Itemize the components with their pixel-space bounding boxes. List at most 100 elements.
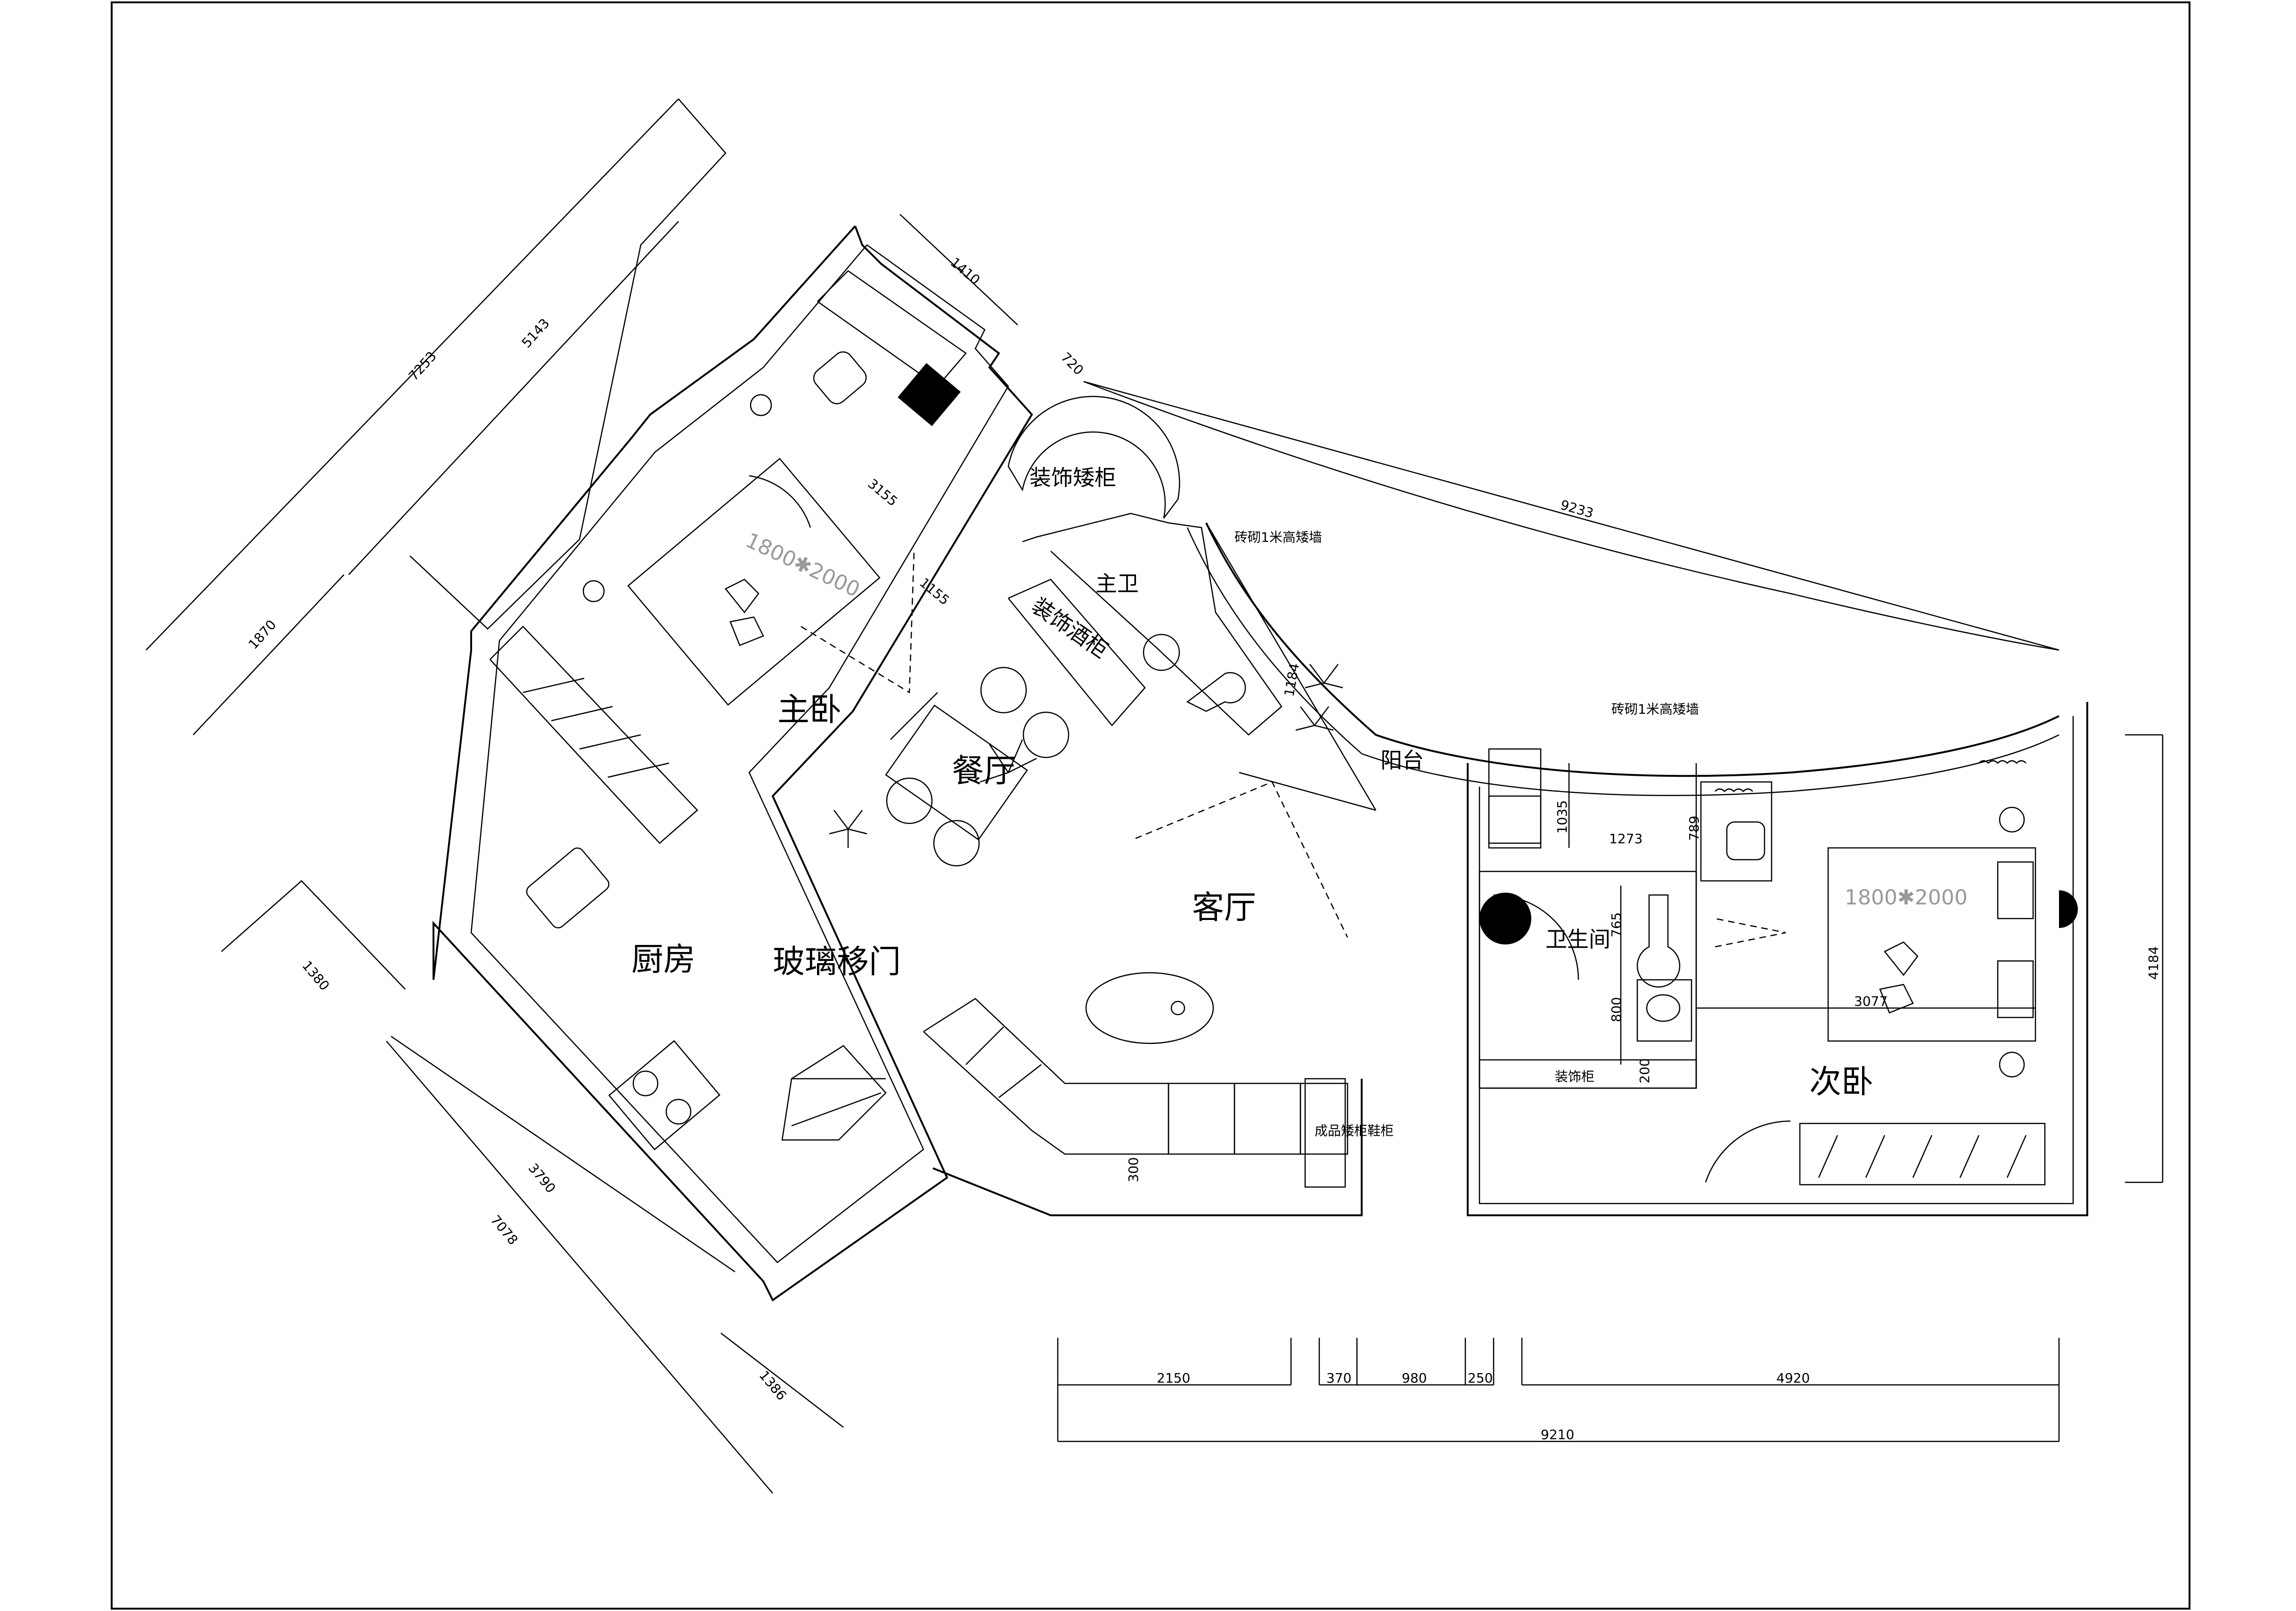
second-bed-pillow-1	[1997, 861, 2034, 919]
dim-1380: 1380	[299, 958, 333, 993]
bed-size-label-2: 1800✱2000	[1845, 886, 1968, 910]
left-wing: 1800✱2000	[433, 225, 1363, 1302]
dining-table	[885, 704, 1028, 841]
dim-1273: 1273	[1609, 831, 1642, 846]
dim-7078: 7078	[488, 1212, 521, 1248]
dim-1035: 1035	[1554, 800, 1570, 834]
label-deco-low-cabinet: 装饰矮柜	[1030, 465, 1116, 490]
sofa	[923, 998, 1348, 1155]
master-bedroom-window	[817, 270, 967, 387]
second-bed-frame	[1827, 847, 2036, 1042]
master-bed-frame	[627, 457, 881, 706]
room-label-kitchen: 厨房	[631, 941, 695, 978]
dimension-lines	[146, 98, 2164, 1494]
second-bed-pillow-icon	[1879, 941, 1919, 1014]
dim-1410: 1410	[948, 254, 983, 288]
room-label-glass-door: 玻璃移门	[773, 944, 901, 981]
master-bed-pillow-icon	[725, 578, 764, 646]
dim-370: 370	[1326, 1370, 1351, 1386]
bathroom-toilet-icon	[1636, 894, 1681, 988]
nightstand-lamp-icon-4	[1999, 1051, 2025, 1078]
dim-3155: 3155	[865, 476, 901, 509]
dim-980: 980	[1402, 1370, 1427, 1386]
dim-765: 765	[1609, 912, 1624, 937]
room-label-dining: 餐厅	[952, 753, 1016, 790]
second-bedroom-door-swing	[1705, 1120, 1791, 1183]
coffee-table	[1085, 972, 1214, 1044]
second-bed-pillow-2	[1997, 960, 2034, 1018]
shoe-cabinet-outline	[1304, 1078, 1346, 1188]
dining-chair-4	[933, 820, 980, 867]
dining-chair-1	[980, 667, 1027, 714]
stove-icon	[608, 1040, 720, 1151]
balcony-left-edge	[1205, 522, 1377, 811]
kitchen-sink-icon	[526, 847, 610, 928]
label-low-wall-2: 砖砌1米高矮墙	[1611, 701, 1699, 717]
dim-1184: 1184	[1281, 662, 1302, 698]
structural-column	[898, 363, 961, 426]
stove-burner-icon-1	[632, 1070, 659, 1097]
dim-3077: 3077	[1854, 993, 1887, 1009]
coffee-table-object	[1170, 1001, 1185, 1016]
desk-chair-icon	[813, 351, 867, 405]
master-bath-sink-icon	[1143, 634, 1180, 671]
deco-wine-cabinet-outline	[1008, 578, 1146, 726]
dim-1870: 1870	[245, 617, 279, 652]
dim-7253: 7253	[406, 349, 440, 384]
balcony-curve-wall-inner	[1186, 527, 2059, 796]
dim-1155: 1155	[917, 575, 953, 608]
master-bedroom-door-swing	[749, 475, 811, 528]
plant-icon-bath	[1305, 664, 1343, 689]
drawing-frame	[111, 1, 2190, 1610]
dim-5143: 5143	[519, 316, 553, 351]
stove-burner-icon-2	[665, 1098, 692, 1125]
deco-cabinet-outline	[1479, 1059, 1697, 1089]
kitchen-fixtures	[526, 847, 887, 1151]
bathroom-sink-icon	[1636, 979, 1692, 1042]
glass-sliding-door	[890, 692, 938, 740]
nightstand-lamp-icon	[582, 580, 605, 602]
right-wing: 1800✱2000	[1467, 702, 2088, 1216]
dining-set	[829, 667, 1070, 867]
dim-200: 200	[1637, 1058, 1652, 1083]
second-bedroom-chair-icon	[1726, 821, 1765, 861]
bathroom-door-swing	[1493, 894, 1579, 980]
room-label-balcony: 阳台	[1381, 748, 1424, 773]
dim-800: 800	[1609, 997, 1624, 1022]
nightstand-lamp-icon-3	[1999, 806, 2025, 833]
deco-low-cabinet-arc	[1007, 396, 1180, 519]
master-wardrobe	[490, 626, 698, 844]
room-label-second-bedroom: 次卧	[1809, 1064, 1873, 1101]
dim-4920: 4920	[1776, 1370, 1810, 1386]
dim-300: 300	[1126, 1157, 1141, 1182]
plant-icon-left	[829, 810, 867, 848]
dim-720: 720	[1058, 350, 1087, 378]
master-bath-toilet-icon	[1186, 672, 1246, 712]
dining-plant-icon	[980, 739, 1037, 783]
dim-9210: 9210	[1541, 1427, 1574, 1442]
label-shoe-cabinet: 成品矮柜鞋柜	[1315, 1123, 1394, 1139]
room-label-master-bedroom: 主卧	[777, 692, 842, 729]
balcony-left-edge-2	[1239, 772, 1376, 811]
dim-1386: 1386	[756, 1367, 790, 1403]
living-room-bottom-wall	[932, 1079, 1363, 1216]
washing-machine-icon	[1488, 795, 1542, 844]
right-wing-outer-wall	[1467, 702, 2088, 1216]
room-label-bathroom: 卫生间	[1545, 927, 1610, 952]
second-bedroom-column-marker	[2059, 890, 2078, 928]
left-wing-inner-wall	[470, 244, 1009, 1263]
second-bedroom-desk	[1700, 781, 1773, 882]
dim-789: 789	[1686, 816, 1702, 841]
bathroom-column-marker	[1479, 893, 1531, 944]
label-deco-wine-cabinet: 装饰酒柜	[1027, 593, 1113, 663]
master-bedroom-view-lines	[801, 551, 915, 694]
balcony-curve-wall	[1205, 522, 2059, 777]
label-deco-cabinet: 装饰柜	[1555, 1069, 1594, 1084]
left-wing-outer-wall	[433, 225, 1033, 1302]
room-label-living: 客厅	[1192, 889, 1256, 927]
label-low-wall-1: 砖砌1米高矮墙	[1234, 529, 1322, 545]
range-hood-icon	[781, 1045, 887, 1141]
nightstand-lamp-icon-2	[750, 394, 772, 416]
second-bedroom-view-lines	[1715, 918, 1786, 948]
room-label-master-bath: 主卫	[1095, 571, 1139, 596]
